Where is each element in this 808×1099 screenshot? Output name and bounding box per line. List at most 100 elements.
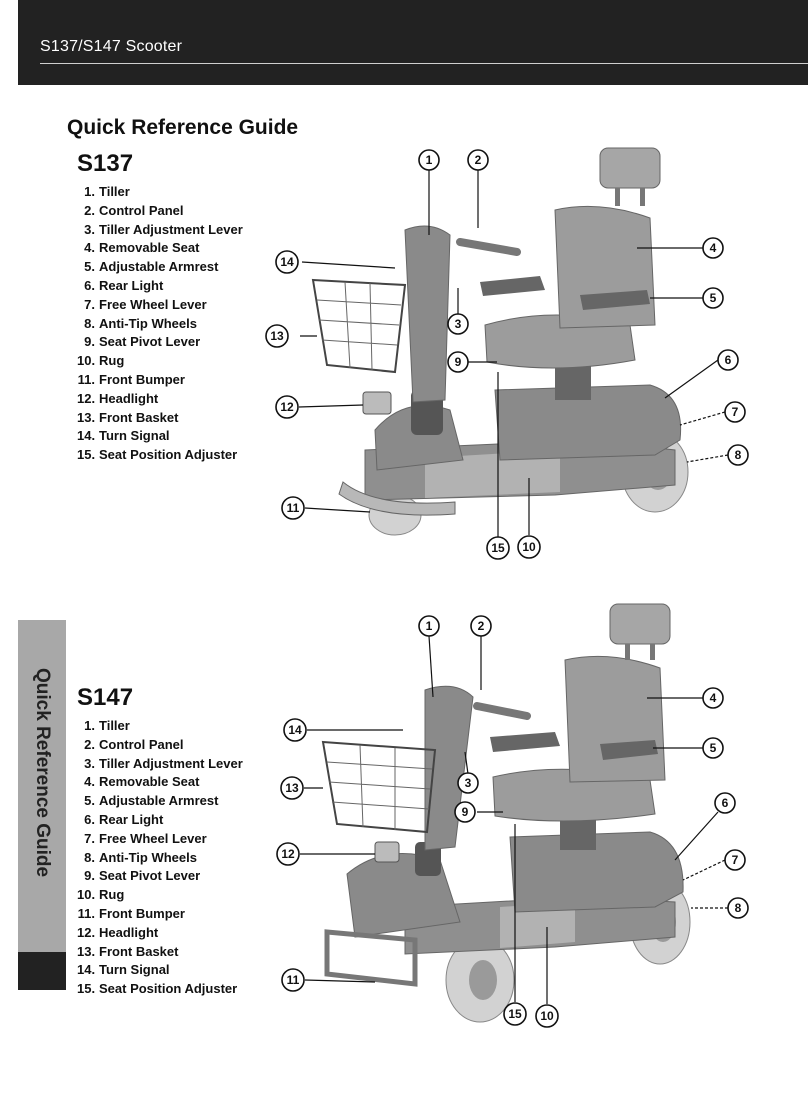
list-item: 9.Seat Pivot Lever (84, 868, 201, 884)
callout-2: 2 (467, 149, 489, 171)
svg-text:5: 5 (710, 741, 717, 755)
svg-text:6: 6 (722, 796, 729, 810)
svg-text:2: 2 (475, 153, 482, 167)
callout-1: 1 (418, 149, 440, 171)
list-item: 2.Control Panel (84, 202, 184, 218)
callout-15: 15 (503, 1002, 527, 1026)
callout-1: 1 (418, 615, 440, 637)
svg-text:5: 5 (710, 291, 717, 305)
list-item: 10.Rug (77, 353, 125, 369)
list-item: 7.Free Wheel Lever (84, 296, 207, 312)
callout-4: 4 (702, 237, 724, 259)
list-item: 5.Adjustable Armrest (84, 793, 219, 809)
side-tab-marker (18, 952, 66, 990)
svg-text:9: 9 (462, 805, 469, 819)
svg-text:4: 4 (710, 241, 717, 255)
side-tab-label: Quick Reference Guide (32, 668, 53, 878)
svg-text:12: 12 (281, 847, 295, 861)
list-item: 5.Adjustable Armrest (84, 259, 219, 275)
list-item: 6.Rear Light (84, 811, 164, 827)
s147-scooter-diagram: 1 2 3 4 5 6 7 8 9 10 11 12 13 14 15 (255, 602, 808, 1032)
list-item: 13.Front Basket (77, 943, 179, 959)
parts-list: 1.Tiller 2.Control Panel 3.Tiller Adjust… (77, 717, 243, 999)
list-item: 4.Removable Seat (84, 774, 200, 790)
svg-text:1: 1 (426, 619, 433, 633)
side-tab: Quick Reference Guide (18, 620, 66, 990)
svg-text:14: 14 (288, 723, 302, 737)
svg-text:7: 7 (732, 853, 739, 867)
model-s147-section: S147 1.Tiller 2.Control Panel 3.Tiller A… (77, 684, 243, 999)
callout-12: 12 (276, 842, 300, 866)
callout-2: 2 (470, 615, 492, 637)
list-item: 8.Anti-Tip Wheels (84, 849, 197, 865)
svg-text:8: 8 (735, 901, 742, 915)
callout-6: 6 (714, 792, 736, 814)
list-item: 3.Tiller Adjustment Lever (84, 755, 243, 771)
list-item: 11.Front Bumper (77, 905, 185, 921)
callout-8: 8 (727, 444, 749, 466)
callout-14: 14 (283, 718, 307, 742)
svg-text:9: 9 (455, 355, 462, 369)
list-item: 7.Free Wheel Lever (84, 830, 207, 846)
svg-text:3: 3 (465, 776, 472, 790)
list-item: 10.Rug (77, 887, 125, 903)
callout-5: 5 (702, 737, 724, 759)
svg-text:12: 12 (280, 400, 294, 414)
svg-text:3: 3 (455, 317, 462, 331)
svg-text:15: 15 (508, 1007, 522, 1021)
svg-text:1: 1 (426, 153, 433, 167)
header-divider (40, 63, 808, 64)
list-item: 15.Seat Position Adjuster (77, 447, 238, 463)
list-item: 13.Front Basket (77, 409, 179, 425)
callout-12: 12 (275, 395, 299, 419)
callout-13: 13 (280, 776, 304, 800)
list-item: 12.Headlight (77, 924, 159, 940)
callout-9: 9 (454, 801, 476, 823)
svg-text:10: 10 (540, 1009, 554, 1023)
list-item: 12.Headlight (77, 390, 159, 406)
callout-3: 3 (447, 313, 469, 335)
s147-scooter-illustration: 1 2 3 4 5 6 7 8 9 10 11 12 13 14 15 (276, 603, 749, 1028)
list-item: 11.Front Bumper (77, 371, 185, 387)
svg-text:6: 6 (725, 353, 732, 367)
model-s137-section: S137 1.Tiller 2.Control Panel 3.Tiller A… (77, 150, 243, 465)
list-item: 9.Seat Pivot Lever (84, 334, 201, 350)
list-item: 14.Turn Signal (77, 428, 170, 444)
list-item: 6.Rear Light (84, 277, 164, 293)
svg-text:10: 10 (522, 540, 536, 554)
svg-text:2: 2 (478, 619, 485, 633)
list-item: 4.Removable Seat (84, 240, 200, 256)
s137-scooter-diagram: 1 2 3 4 5 6 7 8 9 10 11 12 13 14 15 (255, 140, 808, 565)
callout-15: 15 (486, 536, 510, 560)
callout-6: 6 (717, 349, 739, 371)
callout-8: 8 (727, 897, 749, 919)
model-title: S147 (77, 684, 134, 711)
callout-7: 7 (724, 849, 746, 871)
list-item: 14.Turn Signal (77, 962, 170, 978)
svg-text:13: 13 (285, 781, 299, 795)
header-title: S137/S147 Scooter (40, 38, 183, 55)
list-item: 1.Tiller (84, 184, 130, 199)
callout-10: 10 (517, 535, 541, 559)
svg-text:11: 11 (287, 501, 300, 515)
list-item: 1.Tiller (84, 718, 130, 733)
callout-3: 3 (457, 772, 479, 794)
callout-4: 4 (702, 687, 724, 709)
list-item: 15.Seat Position Adjuster (77, 981, 238, 997)
svg-text:7: 7 (732, 405, 739, 419)
callout-5: 5 (702, 287, 724, 309)
svg-text:11: 11 (287, 973, 300, 987)
callout-9: 9 (447, 351, 469, 373)
svg-text:4: 4 (710, 691, 717, 705)
list-item: 2.Control Panel (84, 736, 184, 752)
callout-10: 10 (535, 1004, 559, 1028)
header-bar (18, 0, 808, 85)
list-item: 8.Anti-Tip Wheels (84, 315, 197, 331)
parts-list: 1.Tiller 2.Control Panel 3.Tiller Adjust… (77, 183, 243, 465)
s137-scooter-illustration: 1 2 3 4 5 6 7 8 9 10 11 12 13 14 15 (265, 147, 749, 560)
list-item: 3.Tiller Adjustment Lever (84, 221, 243, 237)
model-title: S137 (77, 150, 134, 177)
callout-11: 11 (281, 496, 305, 520)
callout-7: 7 (724, 401, 746, 423)
svg-text:15: 15 (491, 541, 505, 555)
